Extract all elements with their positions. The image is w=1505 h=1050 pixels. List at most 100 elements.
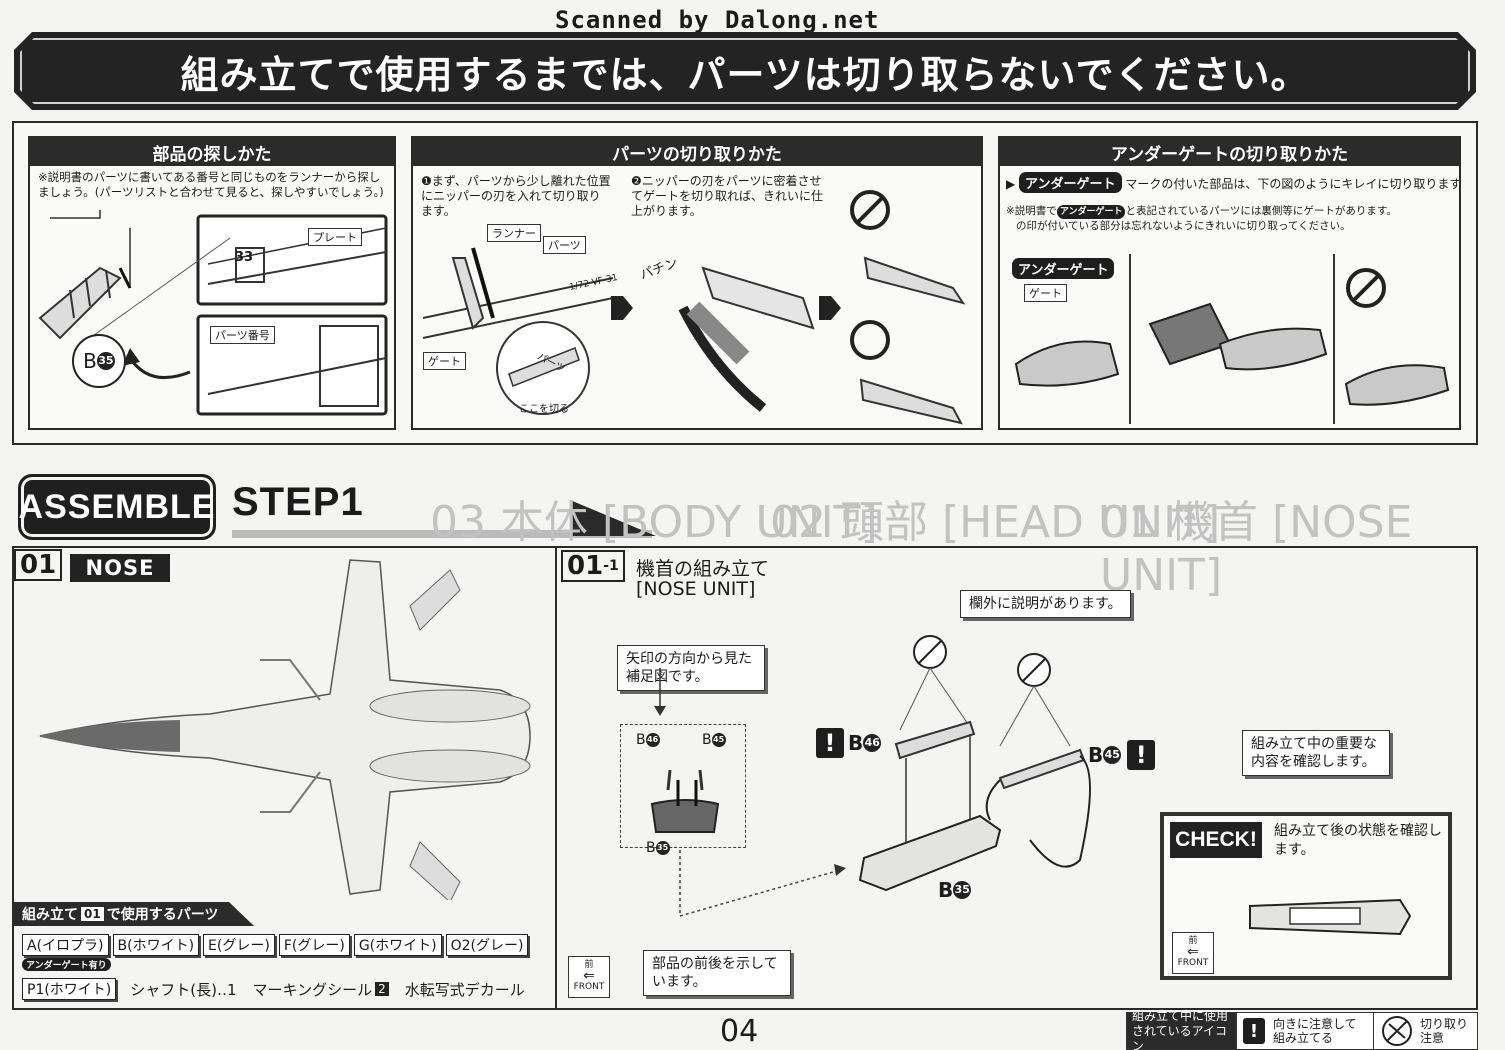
assembly-diagram [650,635,1091,917]
partno-label: パーツ番号 [210,326,275,344]
front-text: FRONT [1177,958,1209,968]
runner-chip: G(ホワイト) [353,934,442,956]
caution-icon: ! [1127,740,1156,770]
under-line2: ※説明書でアンダーゲートと表記されているパーツには裏側等にゲートがあります。 の… [1006,204,1459,233]
under-gate-label: ゲート [1024,284,1067,302]
part-num: 35 [953,881,972,899]
front-kanji: 前 [584,960,594,970]
under-line2a: ※説明書で [1006,205,1057,217]
step-underline [232,530,652,538]
caution-icon: ! [1243,1018,1265,1044]
legend-cut-text: 切り取り注意 [1420,1017,1469,1045]
check-part-image [1249,898,1412,936]
part-code: B [636,732,646,748]
front-kanji: 前 [1188,936,1198,946]
detail-view-box [620,724,746,848]
runner-label: ランナー [487,224,541,242]
runner-chip: A(イロプラ) [22,934,109,956]
marking-text: マーキングシール [252,980,373,999]
runner-list: A(イロプラ) B(ホワイト) E(グレー) F(グレー) G(ホワイト) O2… [22,934,532,956]
front-direction-icon: 前 ⇐ FRONT [568,956,610,998]
front-text: FRONT [573,982,605,992]
cutting-diagram [422,190,966,425]
parts-label: パーツ [543,236,586,254]
assembly-frame [12,546,1478,1010]
under-tag-small: アンダーゲート [1056,205,1126,219]
panel-find-parts: 部品の探しかた ※説明書のパーツに書いてある番号と同じものをランナーから探しまし… [28,136,396,430]
bg-faded-body: 03 本体 [BODY UNIT] [430,497,878,548]
under-line2b: と表記されているパーツには裏側等にゲートがあります。 [1125,205,1397,217]
check-front-icon: 前 ⇐ FRONT [1172,932,1214,974]
callout-note-outside: 欄外に説明があります。 [960,590,1131,618]
gate-label: ゲート [423,352,466,370]
substep-title: 機首の組み立て [636,558,770,580]
runner-chip: O2(グレー) [445,934,529,956]
under-gate-diagram [1014,254,1450,424]
part-num: 46 [863,734,882,752]
shaft-text: シャフト(長)‥1 [130,980,237,999]
aircraft-topview [39,559,531,900]
part-num: 46 [645,733,660,747]
part-code: B [848,731,864,755]
panel-find-note: ※説明書のパーツに書いてある番号と同じものをランナーから探しましょう。(パーツリ… [38,170,384,199]
part-code: B [938,878,954,902]
part-num: 45 [711,733,726,747]
part-num: 35 [96,352,115,370]
bg-faded-nose: 01 機首 [NOSE UNIT] [1100,497,1413,601]
page-number: 04 [720,1014,759,1049]
part-num: 35 [655,841,670,855]
misc-parts-row: P1(ホワイト) シャフト(長)‥1 マーキングシール 2 水転写式デカール [22,978,525,1000]
part-code: B [83,349,97,373]
detail-part-b45: B45 [702,732,726,748]
bg-faded-head: 02 頭部 [HEAD UNIT] [770,497,1221,548]
legend-title: 組み立て中に使用されているアイコン [1126,1009,1236,1050]
under-line1-text: マークの付いた部品は、下の図のようにキレイに切り取ります。 [1125,177,1461,191]
plate-code: 33 [235,250,254,265]
panel-cut-parts: パーツの切り取りかた ❶まず、パーツから少し離れた位置にニッパーの刃を入れて切り… [411,136,983,430]
substep-num: 01 [567,551,604,581]
step-number: 01 [14,549,63,581]
panel-cut-title: パーツの切り取りかた [413,138,981,166]
legend-direction: ! 向きに注意して組み立てる [1236,1012,1374,1050]
nose-label: NOSE [70,554,170,582]
under-diagram-tag: アンダーゲート [1012,258,1115,279]
runner-chip: F(グレー) [278,934,350,956]
cut-step1: ❶まず、パーツから少し離れた位置にニッパーの刃を入れて切り取ります。 [421,174,611,218]
parts-used-heading: 組み立て 01 で使用するパーツ [14,902,254,926]
warning-banner-text: 組み立てで使用するまでは、パーツは切り取らないでください。 [20,38,1470,104]
check-text: 組み立て後の状態を確認します。 [1274,823,1442,858]
detail-part-b46: B46 [636,732,660,748]
substep-sub: -1 [603,558,619,574]
caution-icon: ! [816,728,844,758]
plate-label: プレート [308,228,362,246]
under-tag: アンダーゲート [1019,172,1122,193]
undergate-present-tag: アンダーゲート有り [22,958,111,971]
assemble-badge: ASSEMBLE [18,474,216,540]
panel-find-title: 部品の探しかた [30,138,394,166]
nose-overview-frame [12,546,557,1010]
part-num: 45 [1103,746,1122,764]
callout-important: 組み立て中の重要な内容を確認します。 [1242,730,1390,776]
parts-head-b: で使用するパーツ [106,907,219,923]
substep-subtitle: [NOSE UNIT] [636,578,756,600]
parts-head-num: 01 [81,907,104,921]
marking-num: 2 [375,982,389,996]
panel-under-gate: アンダーゲートの切り取りかた ▶ アンダーゲート マークの付いた部品は、下の図の… [998,136,1461,430]
panel-under-title: アンダーゲートの切り取りかた [1000,138,1459,166]
p1-chip: P1(ホワイト) [22,978,117,1000]
cut-step2: ❷ニッパーの刃をパーツに密着させてゲートを切り取れば、きれいに仕上がります。 [631,174,824,218]
step-title: STEP1 [232,480,364,524]
under-line1: ▶ アンダーゲート マークの付いた部品は、下の図のようにキレイに切り取ります。 [1006,172,1461,193]
callout-front-back: 部品の前後を示しています。 [643,950,791,996]
substep-number: 01-1 [561,550,625,582]
cut-here-label: ここを切る [519,404,569,415]
part-code: B [1088,743,1104,767]
under-line3: の印が付いている部分は忘れないようにきれいに切り取ってください。 [1016,220,1351,232]
decal-text: 水転写式デカール [404,980,525,999]
check-tag: CHECK! [1170,822,1262,858]
legend-cut-caution: 切り取り注意 [1374,1012,1478,1050]
runner-chip: E(グレー) [203,934,275,956]
